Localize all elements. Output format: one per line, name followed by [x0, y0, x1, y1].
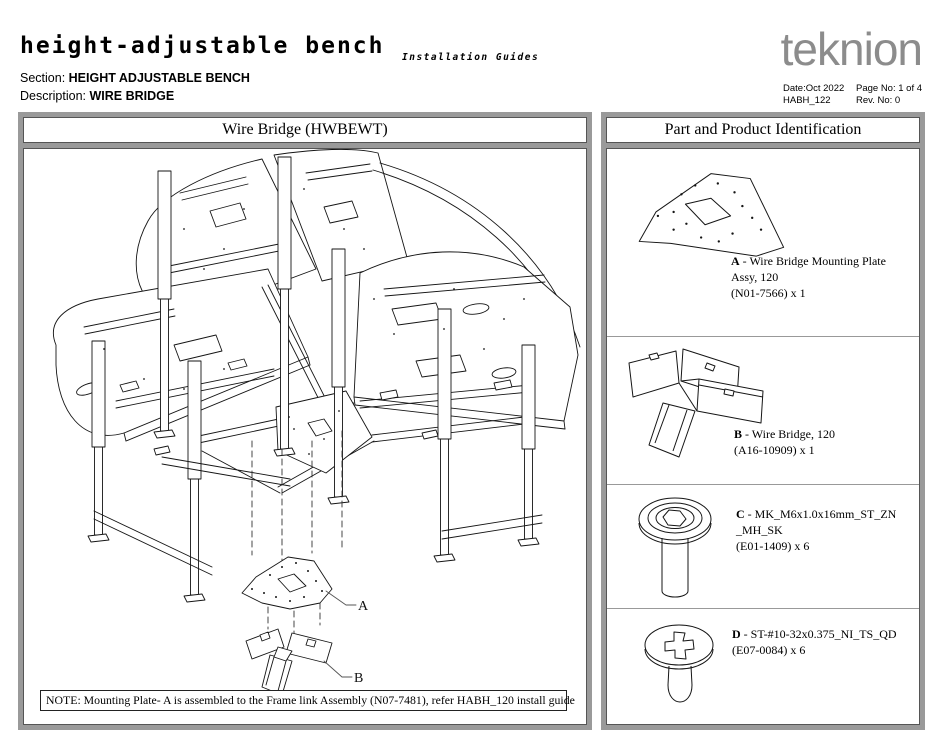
description-value: WIRE BRIDGE: [89, 89, 175, 103]
part-c-letter: C: [736, 507, 745, 521]
description-label: Description:: [20, 89, 86, 103]
page-title: height-adjustable bench: [20, 33, 385, 59]
installation-guides-label: Installation Guides: [402, 52, 540, 63]
part-identification-body: A - Wire Bridge Mounting Plate Assy, 120…: [606, 148, 920, 725]
part-c-socket-screw-drawing: [638, 497, 712, 598]
wire-bridge-panel-title: Wire Bridge (HWBEWT): [23, 117, 587, 143]
description-line: Description: WIRE BRIDGE: [20, 89, 174, 103]
section-value: HEIGHT ADJUSTABLE BENCH: [68, 71, 250, 85]
doc-meta-right: Page No: 1 of 4 Rev. No: 0: [856, 83, 922, 107]
part-row-d: D - ST-#10-32x0.375_NI_TS_QD (E07-0084) …: [607, 608, 919, 724]
part-a-description: A - Wire Bridge Mounting Plate Assy, 120…: [731, 254, 886, 301]
section-label: Section:: [20, 71, 66, 85]
doc-revision: Rev. No: 0: [856, 95, 901, 106]
part-a-letter: A: [731, 254, 740, 268]
wire-bridge-panel: Wire Bridge (HWBEWT): [18, 112, 592, 730]
teknion-logo: teknion: [780, 23, 923, 75]
assembly-note: NOTE: Mounting Plate- A is assembled to …: [40, 690, 575, 711]
part-d-letter: D: [732, 627, 741, 641]
part-d-truss-screw-drawing: [644, 624, 714, 703]
part-identification-panel: Part and Product Identification: [601, 112, 925, 730]
doc-page-number: Page No: 1 of 4: [856, 83, 923, 94]
part-b-description: B - Wire Bridge, 120 (A16-10909) x 1: [734, 427, 835, 458]
part-row-b: B - Wire Bridge, 120 (A16-10909) x 1: [607, 336, 919, 484]
doc-code: HABH_122: [783, 95, 831, 106]
part-d-description: D - ST-#10-32x0.375_NI_TS_QD (E07-0084) …: [732, 627, 897, 658]
part-b-letter: B: [734, 427, 743, 441]
part-row-c: C - MK_M6x1.0x16mm_ST_ZN _MH_SK (E01-140…: [607, 484, 919, 608]
bench-assembly-drawing: A B: [53, 149, 581, 696]
wire-bridge-drawing-area: A B NOTE: Mounting Plate- A is assembled…: [23, 148, 587, 725]
section-line: Section: HEIGHT ADJUSTABLE BENCH: [20, 71, 250, 85]
part-a-mounting-plate-drawing: [638, 173, 785, 257]
part-b-wire-bridge-drawing: [628, 348, 764, 458]
callout-a-label: A: [358, 599, 369, 614]
callout-b-label: B: [354, 671, 363, 686]
part-row-a: A - Wire Bridge Mounting Plate Assy, 120…: [607, 149, 919, 336]
doc-meta-left: Date:Oct 2022 HABH_122: [783, 83, 844, 107]
part-c-description: C - MK_M6x1.0x16mm_ST_ZN _MH_SK (E01-140…: [736, 507, 897, 554]
part-identification-title: Part and Product Identification: [606, 117, 920, 143]
doc-date: Date:Oct 2022: [783, 83, 845, 94]
